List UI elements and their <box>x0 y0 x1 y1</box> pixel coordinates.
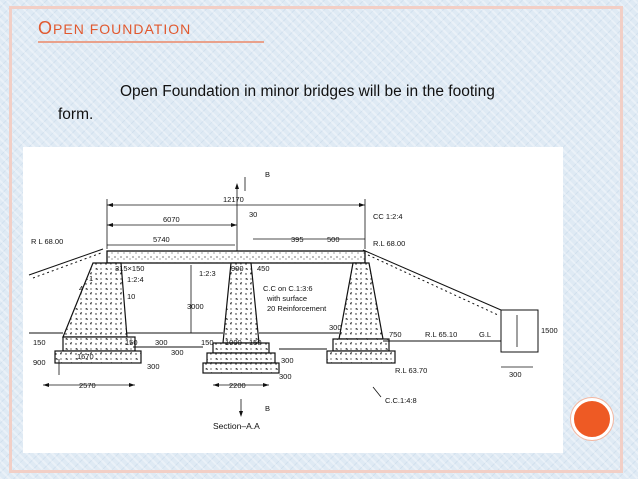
diagram-labels: B 12170 30 6070 CC 1:2:4 R L 68.00 5740 … <box>31 170 558 431</box>
label-d300-c: 300 <box>171 348 184 357</box>
label-pier-900: 900 <box>231 264 244 273</box>
label-deck-500: 500 <box>327 235 340 244</box>
label-cc-top: CC 1:2:4 <box>373 212 403 221</box>
label-rl-6510: R.L 65.10 <box>425 330 457 339</box>
label-d150-c: 150 <box>201 338 214 347</box>
label-d150-a: 150 <box>33 338 46 347</box>
label-d900: 900 <box>33 358 46 367</box>
label-ten: 10 <box>127 292 135 301</box>
label-d2200: 2200 <box>229 381 246 390</box>
label-section-mark-bottom: B <box>265 404 270 413</box>
label-cc-148: C.C.1:4:8 <box>385 396 417 405</box>
label-d300-d: 300 <box>281 356 294 365</box>
label-d1500: 1500 <box>541 326 558 335</box>
label-d1670: 1670 <box>77 352 94 361</box>
label-overall-span: 12170 <box>223 195 244 204</box>
slide-body-text: Open Foundation in minor bridges will be… <box>58 83 495 123</box>
label-mix-124: 1:2:4 <box>127 275 144 284</box>
right-abutment <box>338 262 384 340</box>
label-cc-136-line2: with surface <box>266 294 307 303</box>
label-deck-395: 395 <box>291 235 304 244</box>
right-embankment <box>362 249 539 353</box>
label-d300-b: 300 <box>155 338 168 347</box>
label-d300-a: 300 <box>329 323 342 332</box>
label-mix-123: 1:2:3 <box>199 269 216 278</box>
title-underline <box>38 41 264 43</box>
label-d300-e: 300 <box>147 362 160 371</box>
label-section: Section–A.A <box>213 421 260 431</box>
deck-slab <box>106 250 366 264</box>
label-d150-d: 150 <box>249 338 262 347</box>
label-slope-1: 1 <box>89 274 93 283</box>
slide-title: OPEN FOUNDATION <box>38 18 192 38</box>
central-pier <box>222 262 260 344</box>
label-d2570: 2570 <box>79 381 96 390</box>
label-cc-136-line3: 20 Reinforcement <box>267 304 327 313</box>
label-deck-length: 5740 <box>153 235 170 244</box>
label-height-3000: 3000 <box>187 302 204 311</box>
label-section-mark-top: B <box>265 170 270 179</box>
slide-frame <box>9 6 623 473</box>
label-rl-6370: R.L 63.70 <box>395 366 427 375</box>
label-d1000: 1000 <box>225 338 242 347</box>
label-pier-offset: 30 <box>249 210 257 219</box>
label-slope-4: 4 <box>79 284 83 293</box>
label-beam: 315×150 <box>115 264 144 273</box>
label-d750: 750 <box>389 330 402 339</box>
decorative-orange-circle <box>571 398 613 440</box>
left-abutment <box>62 262 128 338</box>
label-half-span: 6070 <box>163 215 180 224</box>
label-cc-136: C.C on C.1:3:6 <box>263 284 313 293</box>
label-rl-left: R L 68.00 <box>31 237 63 246</box>
label-d300-g: 300 <box>509 370 522 379</box>
label-rl-right: R.L 68.00 <box>373 239 405 248</box>
label-d150-b: 150 <box>125 338 138 347</box>
label-gl: G.L <box>479 330 491 339</box>
label-pier-450: 450 <box>257 264 270 273</box>
left-embankment <box>28 248 104 279</box>
open-foundation-diagram: B 12170 30 6070 CC 1:2:4 R L 68.00 5740 … <box>23 147 563 453</box>
label-d300-f: 300 <box>279 372 292 381</box>
